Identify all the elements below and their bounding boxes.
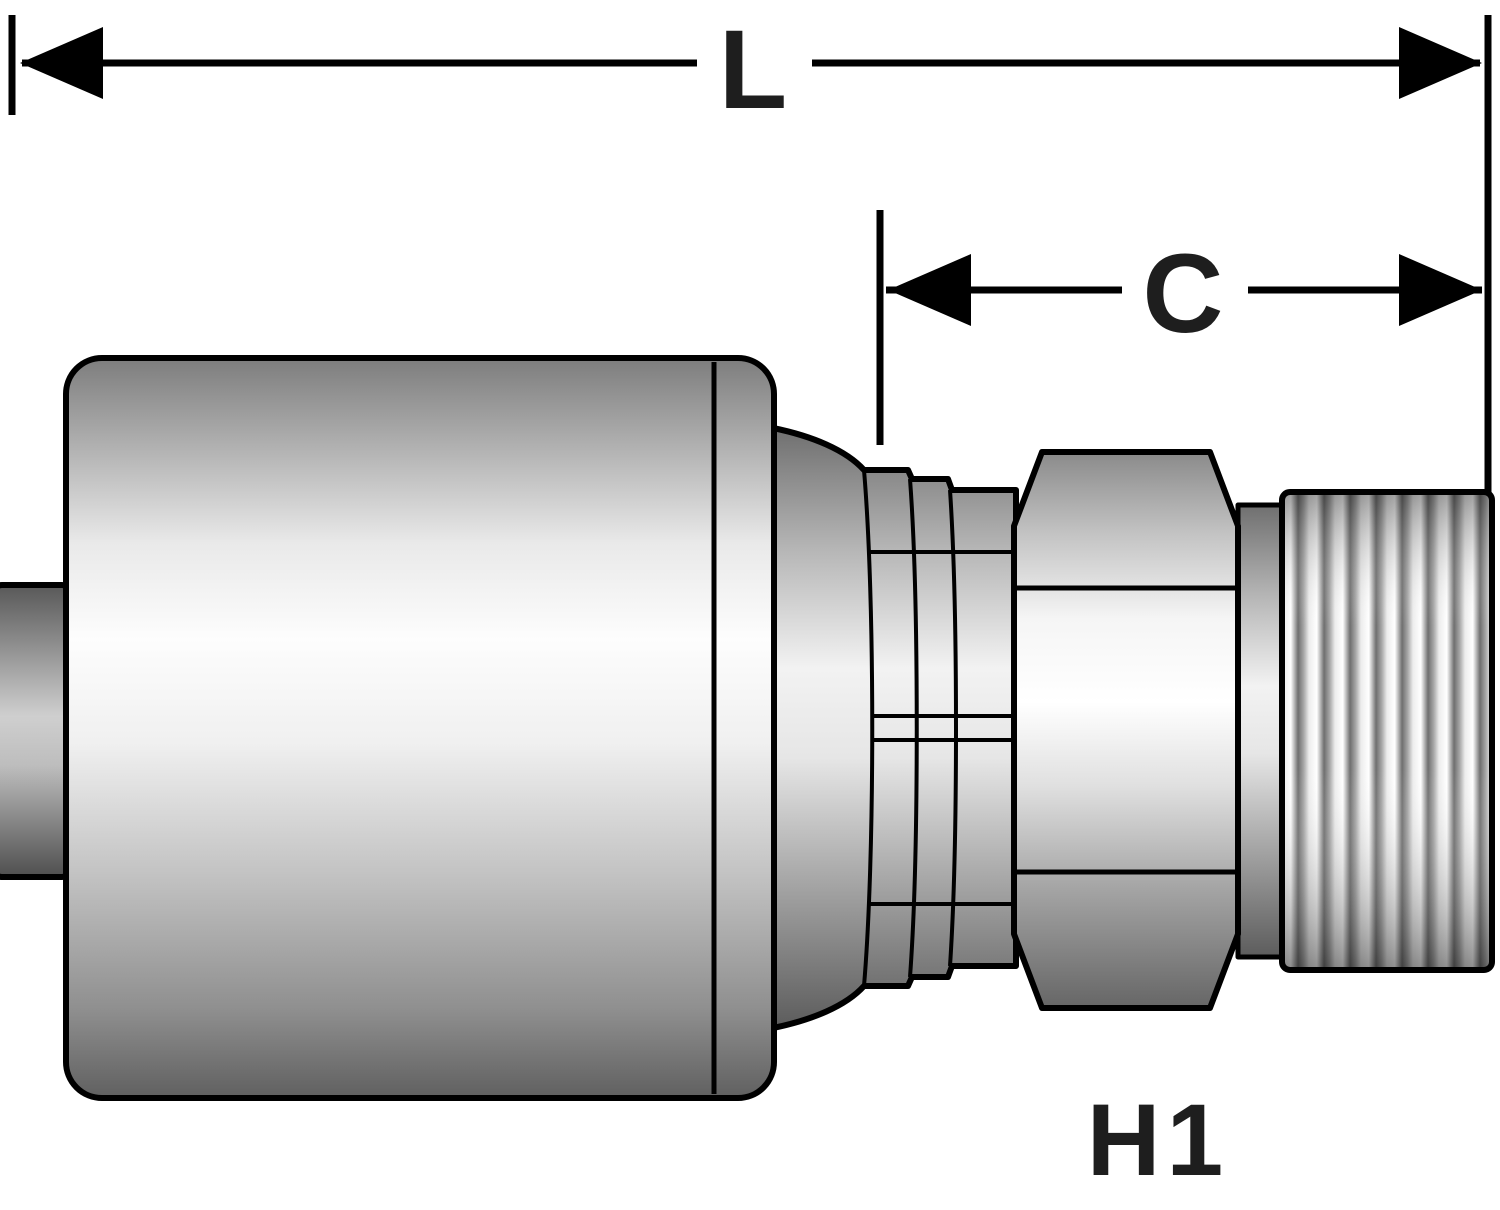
fitting-body — [0, 355, 1495, 1101]
crimp-shell — [63, 355, 777, 1101]
neck-step-line-1 — [862, 469, 875, 987]
dimension-l: L — [8, 7, 1492, 492]
hex-nut — [1011, 449, 1241, 1011]
dimension-c: C — [876, 210, 1482, 445]
arrowhead-c-left — [888, 254, 971, 326]
threaded-stud — [1279, 489, 1495, 973]
thread-shoulder — [1235, 502, 1289, 960]
arrowhead-l-left — [20, 27, 103, 99]
neck-step-line-2 — [908, 478, 919, 978]
fitting-neck — [770, 425, 1019, 1031]
hose-stem — [0, 582, 73, 880]
arrowhead-l-right — [1399, 27, 1482, 99]
dimension-label-l: L — [719, 7, 787, 132]
arrowhead-c-right — [1399, 254, 1482, 326]
neck-step-line-3 — [948, 489, 958, 967]
part-label-h1: H1 — [1087, 1083, 1229, 1197]
dimension-label-c: C — [1143, 231, 1224, 356]
